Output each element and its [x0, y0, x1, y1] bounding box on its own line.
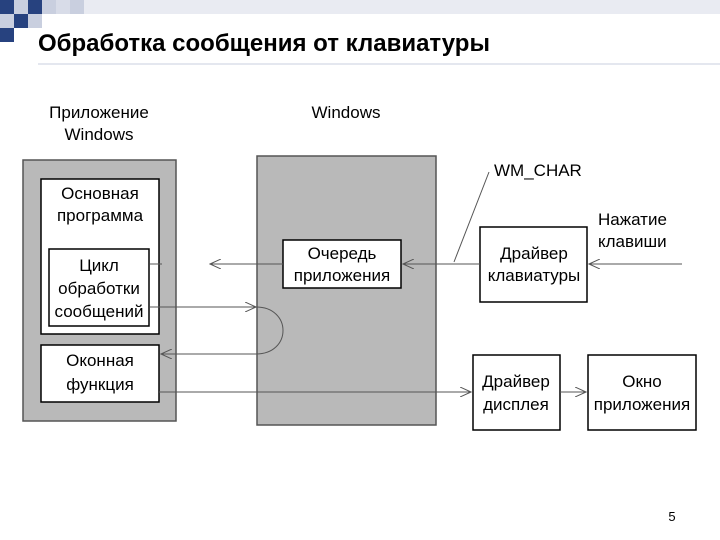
- main-program-line1: Основная: [61, 184, 139, 203]
- keyboard-driver-box: [479, 226, 588, 303]
- arrow-windows-to-window-function: [161, 306, 284, 354]
- window-function-line2: функция: [66, 375, 134, 394]
- keyboard-driver-line2: клавиатуры: [488, 266, 581, 285]
- windows-header: Windows: [312, 103, 381, 122]
- main-program-line2: программа: [57, 206, 144, 225]
- app-window-line2: приложения: [594, 395, 690, 414]
- window-function-box: [40, 344, 160, 403]
- message-loop-line1: Цикл: [79, 256, 119, 275]
- page-number: 5: [668, 509, 675, 524]
- app-queue-line1: Очередь: [308, 244, 377, 263]
- window-function-line1: Оконная: [66, 351, 134, 370]
- wm-char-callout: [453, 171, 490, 263]
- wm-char-label: WM_CHAR: [494, 161, 582, 180]
- key-press-line1: Нажатие: [598, 210, 667, 229]
- message-loop-box: [48, 248, 150, 327]
- corner-decoration: [0, 0, 720, 42]
- display-driver-line1: Драйвер: [482, 372, 550, 391]
- display-driver-box: [472, 354, 561, 431]
- slide-title: Обработка сообщения от клавиатуры: [38, 30, 490, 57]
- message-loop-line3: сообщений: [55, 302, 144, 321]
- app-queue-line2: приложения: [294, 266, 390, 285]
- app-header-line2: Windows: [65, 125, 134, 144]
- display-driver-line2: дисплея: [483, 395, 549, 414]
- app-header-line1: Приложение: [49, 103, 149, 122]
- message-loop-line2: обработки: [58, 279, 140, 298]
- app-window-box: [587, 354, 697, 431]
- app-window-line1: Окно: [622, 372, 662, 391]
- windows-panel: [256, 155, 437, 426]
- key-press-line2: клавиши: [598, 232, 667, 251]
- keyboard-driver-line1: Драйвер: [500, 244, 568, 263]
